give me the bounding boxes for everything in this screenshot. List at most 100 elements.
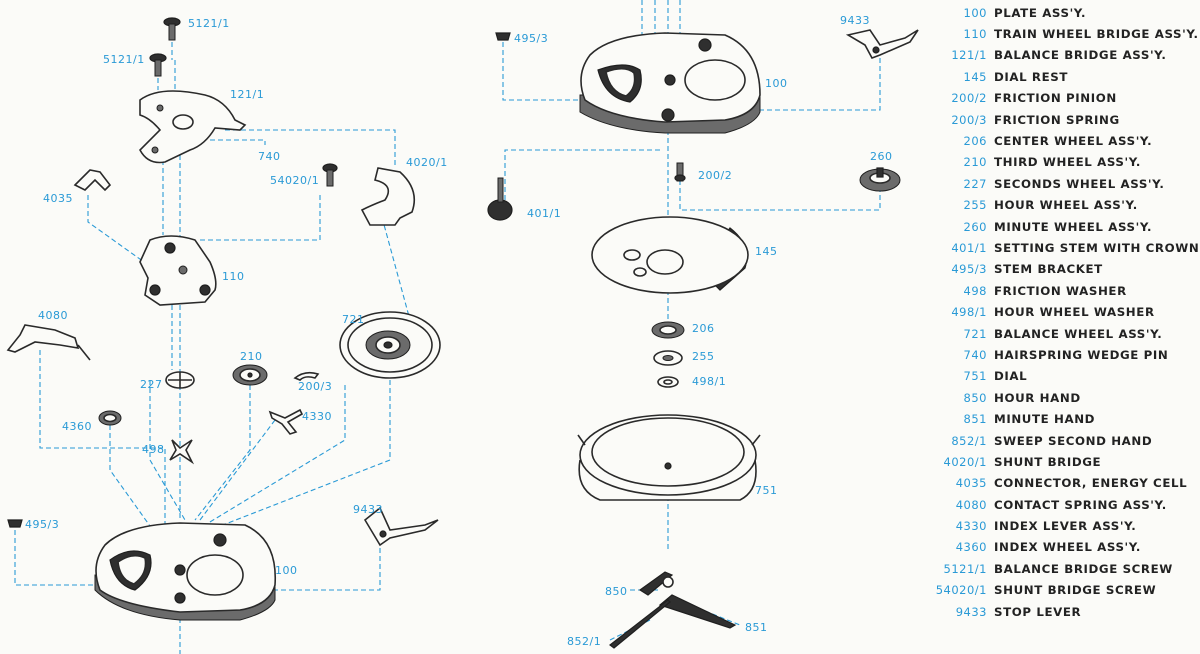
legend-row: 121/1 BALANCE BRIDGE ASS'Y.	[925, 45, 1200, 66]
part-description: BALANCE WHEEL ASS'Y.	[994, 326, 1163, 341]
hour-wheel-washer-498-1	[657, 376, 679, 388]
part-number: 4360	[955, 540, 987, 555]
train-wheel-bridge-110	[139, 235, 217, 306]
legend-row: 740 HAIRSPRING WEDGE PIN	[925, 344, 1200, 365]
part-description: SETTING STEM WITH CROWN	[994, 240, 1200, 255]
callout-495-right: 495/3	[514, 32, 548, 45]
friction-pinion-200-2	[674, 162, 686, 182]
hour-wheel-255	[653, 350, 683, 366]
part-number: 227	[963, 176, 987, 191]
part-description: HAIRSPRING WEDGE PIN	[994, 347, 1169, 362]
center-wheel-206	[651, 321, 685, 339]
callout-121: 121/1	[230, 88, 264, 101]
callout-4035: 4035	[43, 192, 73, 205]
part-number: 121/1	[951, 48, 987, 63]
callout-200-3: 200/3	[298, 380, 332, 393]
index-lever-4330	[268, 408, 304, 435]
part-number: 401/1	[951, 240, 987, 255]
part-number: 260	[963, 219, 987, 234]
part-number: 740	[963, 347, 987, 362]
part-number: 110	[963, 27, 987, 42]
part-number: 4020/1	[943, 454, 987, 469]
stop-lever-9433-left	[363, 506, 439, 547]
legend-row: 850 HOUR HAND	[925, 387, 1200, 408]
callout-4330: 4330	[302, 410, 332, 423]
callout-206: 206	[692, 322, 715, 335]
dial-rest-145	[591, 216, 749, 294]
connector-4035	[73, 169, 112, 192]
minute-hand-851	[658, 594, 737, 629]
part-number: 498/1	[951, 305, 987, 320]
callout-227: 227	[140, 378, 163, 391]
part-description: PLATE ASS'Y.	[994, 5, 1087, 20]
part-description: INDEX WHEEL ASS'Y.	[994, 540, 1142, 555]
part-description: HOUR WHEEL ASS'Y.	[994, 198, 1138, 213]
part-number: 5121/1	[943, 561, 987, 576]
callout-100-right: 100	[765, 77, 788, 90]
part-description: HOUR WHEEL WASHER	[994, 305, 1155, 320]
screw-54020	[322, 163, 338, 187]
part-description: DIAL	[994, 369, 1028, 384]
legend-row: 4020/1 SHUNT BRIDGE	[925, 451, 1200, 472]
callout-54020: 54020/1	[270, 174, 319, 187]
stem-bracket-495-right	[495, 32, 511, 41]
part-description: TRAIN WHEEL BRIDGE ASS'Y.	[994, 27, 1199, 42]
setting-stem-crown-401	[487, 177, 513, 221]
plate-100-left	[94, 522, 277, 621]
plate-100-right	[579, 32, 761, 134]
part-number: 851	[963, 412, 987, 427]
third-wheel-210	[232, 364, 268, 386]
part-description: HOUR HAND	[994, 390, 1081, 405]
part-number: 850	[963, 390, 987, 405]
callout-200-2: 200/2	[698, 169, 732, 182]
part-description: FRICTION PINION	[994, 91, 1117, 106]
legend-row: 145 DIAL REST	[925, 66, 1200, 87]
part-description: SHUNT BRIDGE SCREW	[994, 583, 1157, 598]
callout-260: 260	[870, 150, 893, 163]
legend-row: 110 TRAIN WHEEL BRIDGE ASS'Y.	[925, 23, 1200, 44]
callout-9433-right: 9433	[840, 14, 870, 27]
part-number: 498	[963, 283, 987, 298]
callout-4020: 4020/1	[406, 156, 448, 169]
callout-851: 851	[745, 621, 768, 634]
part-description: SHUNT BRIDGE	[994, 454, 1102, 469]
part-description: CONTACT SPRING ASS'Y.	[994, 497, 1167, 512]
stem-bracket-495-left	[7, 519, 23, 528]
callout-5121-mid: 5121/1	[103, 53, 145, 66]
part-number: 721	[963, 326, 987, 341]
part-description: SECONDS WHEEL ASS'Y.	[994, 176, 1165, 191]
part-description: BALANCE BRIDGE ASS'Y.	[994, 48, 1167, 63]
part-number: 54020/1	[935, 583, 987, 598]
part-number: 852/1	[951, 433, 987, 448]
callout-4360: 4360	[62, 420, 92, 433]
friction-washer-498	[169, 439, 195, 465]
part-number: 751	[963, 369, 987, 384]
callout-100-left: 100	[275, 564, 298, 577]
callout-110: 110	[222, 270, 245, 283]
sweep-second-hand-852	[609, 599, 671, 649]
shunt-bridge-4020	[360, 167, 416, 226]
part-description: BALANCE BRIDGE SCREW	[994, 561, 1173, 576]
part-description: THIRD WHEEL ASS'Y.	[994, 155, 1141, 170]
stop-lever-9433-right	[845, 29, 919, 59]
callout-4080: 4080	[38, 309, 68, 322]
legend-row: 498/1 HOUR WHEEL WASHER	[925, 301, 1200, 322]
legend-row: 54020/1 SHUNT BRIDGE SCREW	[925, 580, 1200, 601]
seconds-wheel-227	[165, 371, 195, 389]
part-number: 145	[963, 69, 987, 84]
part-description: STOP LEVER	[994, 604, 1082, 619]
legend-row: 401/1 SETTING STEM WITH CROWN	[925, 237, 1200, 258]
part-description: DIAL REST	[994, 69, 1069, 84]
part-number: 200/3	[951, 112, 987, 127]
leader-lines	[14, 0, 881, 654]
